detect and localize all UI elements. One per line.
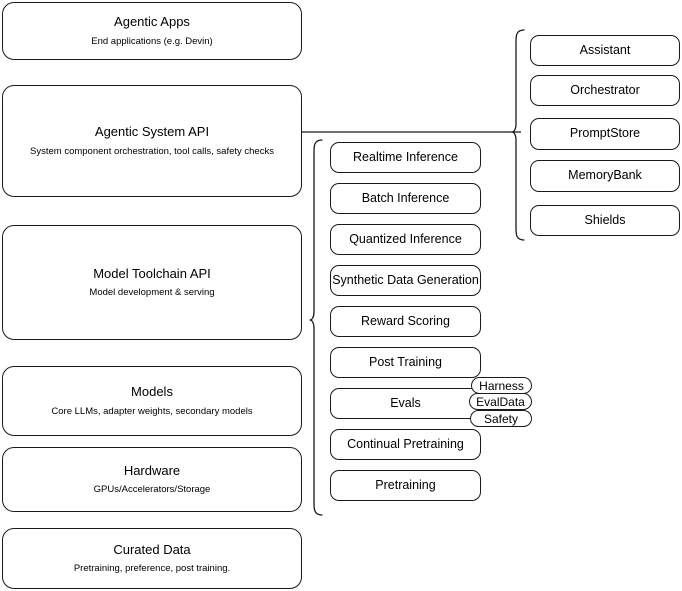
eval-subcomponent-safety[interactable]: Safety bbox=[470, 410, 532, 427]
pill-label: Safety bbox=[483, 411, 519, 426]
layer-title: Model Toolchain API bbox=[93, 265, 211, 281]
toolchain-component-synthetic-data-generation[interactable]: Synthetic Data Generation bbox=[330, 265, 481, 296]
layer-subtitle: Pretraining, preference, post training. bbox=[73, 563, 231, 575]
layer-title: Agentic System API bbox=[94, 124, 210, 140]
component-label: Post Training bbox=[369, 354, 442, 369]
toolchain-component-pretraining[interactable]: Pretraining bbox=[330, 470, 481, 501]
layer-models[interactable]: Models Core LLMs, adapter weights, secon… bbox=[2, 366, 302, 436]
component-label: Batch Inference bbox=[361, 190, 450, 205]
layer-title: Curated Data bbox=[113, 541, 191, 557]
eval-subcomponent-evaldata[interactable]: EvalData bbox=[469, 393, 532, 410]
layer-model-toolchain-api[interactable]: Model Toolchain API Model development & … bbox=[2, 225, 302, 340]
agentic-component-shields[interactable]: Shields bbox=[530, 205, 680, 236]
component-label: Pretraining bbox=[375, 477, 436, 492]
agentic-component-memorybank[interactable]: MemoryBank bbox=[530, 160, 680, 192]
component-label: Assistant bbox=[579, 42, 631, 57]
toolchain-component-quantized-inference[interactable]: Quantized Inference bbox=[330, 224, 481, 255]
pill-label: Harness bbox=[479, 378, 524, 393]
component-label: Orchestrator bbox=[570, 82, 640, 97]
layer-subtitle: System component orchestration, tool cal… bbox=[30, 145, 274, 157]
layer-subtitle: GPUs/Accelerators/Storage bbox=[93, 484, 211, 496]
pill-label: EvalData bbox=[476, 394, 525, 409]
toolchain-component-batch-inference[interactable]: Batch Inference bbox=[330, 183, 481, 214]
toolchain-component-reward-scoring[interactable]: Reward Scoring bbox=[330, 306, 481, 337]
component-label: Continual Pretraining bbox=[347, 436, 464, 451]
brace-agentic-components bbox=[511, 29, 525, 241]
toolchain-component-continual-pretraining[interactable]: Continual Pretraining bbox=[330, 429, 481, 460]
agentic-component-orchestrator[interactable]: Orchestrator bbox=[530, 75, 680, 106]
layer-title: Agentic Apps bbox=[114, 14, 190, 30]
layer-agentic-system-api[interactable]: Agentic System API System component orch… bbox=[2, 85, 302, 197]
layer-agentic-apps[interactable]: Agentic Apps End applications (e.g. Devi… bbox=[2, 2, 302, 60]
component-label: MemoryBank bbox=[568, 168, 642, 183]
eval-subcomponent-harness[interactable]: Harness bbox=[471, 377, 532, 394]
component-label: PromptStore bbox=[569, 126, 641, 141]
component-label: Reward Scoring bbox=[361, 313, 450, 328]
component-label: Shields bbox=[584, 212, 626, 227]
layer-curated-data[interactable]: Curated Data Pretraining, preference, po… bbox=[2, 528, 302, 589]
brace-toolchain bbox=[309, 139, 323, 516]
layer-subtitle: End applications (e.g. Devin) bbox=[91, 35, 213, 47]
component-label: Realtime Inference bbox=[353, 149, 458, 164]
agentic-component-assistant[interactable]: Assistant bbox=[530, 35, 680, 66]
layer-subtitle: Model development & serving bbox=[89, 287, 215, 299]
layer-title: Hardware bbox=[123, 462, 181, 478]
layer-title: Models bbox=[131, 384, 173, 400]
toolchain-component-realtime-inference[interactable]: Realtime Inference bbox=[330, 142, 481, 173]
toolchain-component-post-training[interactable]: Post Training bbox=[330, 347, 481, 378]
component-label: Quantized Inference bbox=[349, 231, 462, 246]
component-label: Synthetic Data Generation bbox=[332, 272, 479, 287]
layer-hardware[interactable]: Hardware GPUs/Accelerators/Storage bbox=[2, 447, 302, 512]
toolchain-component-evals[interactable]: Evals bbox=[330, 388, 481, 419]
component-label: Evals bbox=[390, 395, 421, 410]
agentic-component-promptstore[interactable]: PromptStore bbox=[530, 118, 680, 150]
layer-subtitle: Core LLMs, adapter weights, secondary mo… bbox=[51, 405, 253, 417]
